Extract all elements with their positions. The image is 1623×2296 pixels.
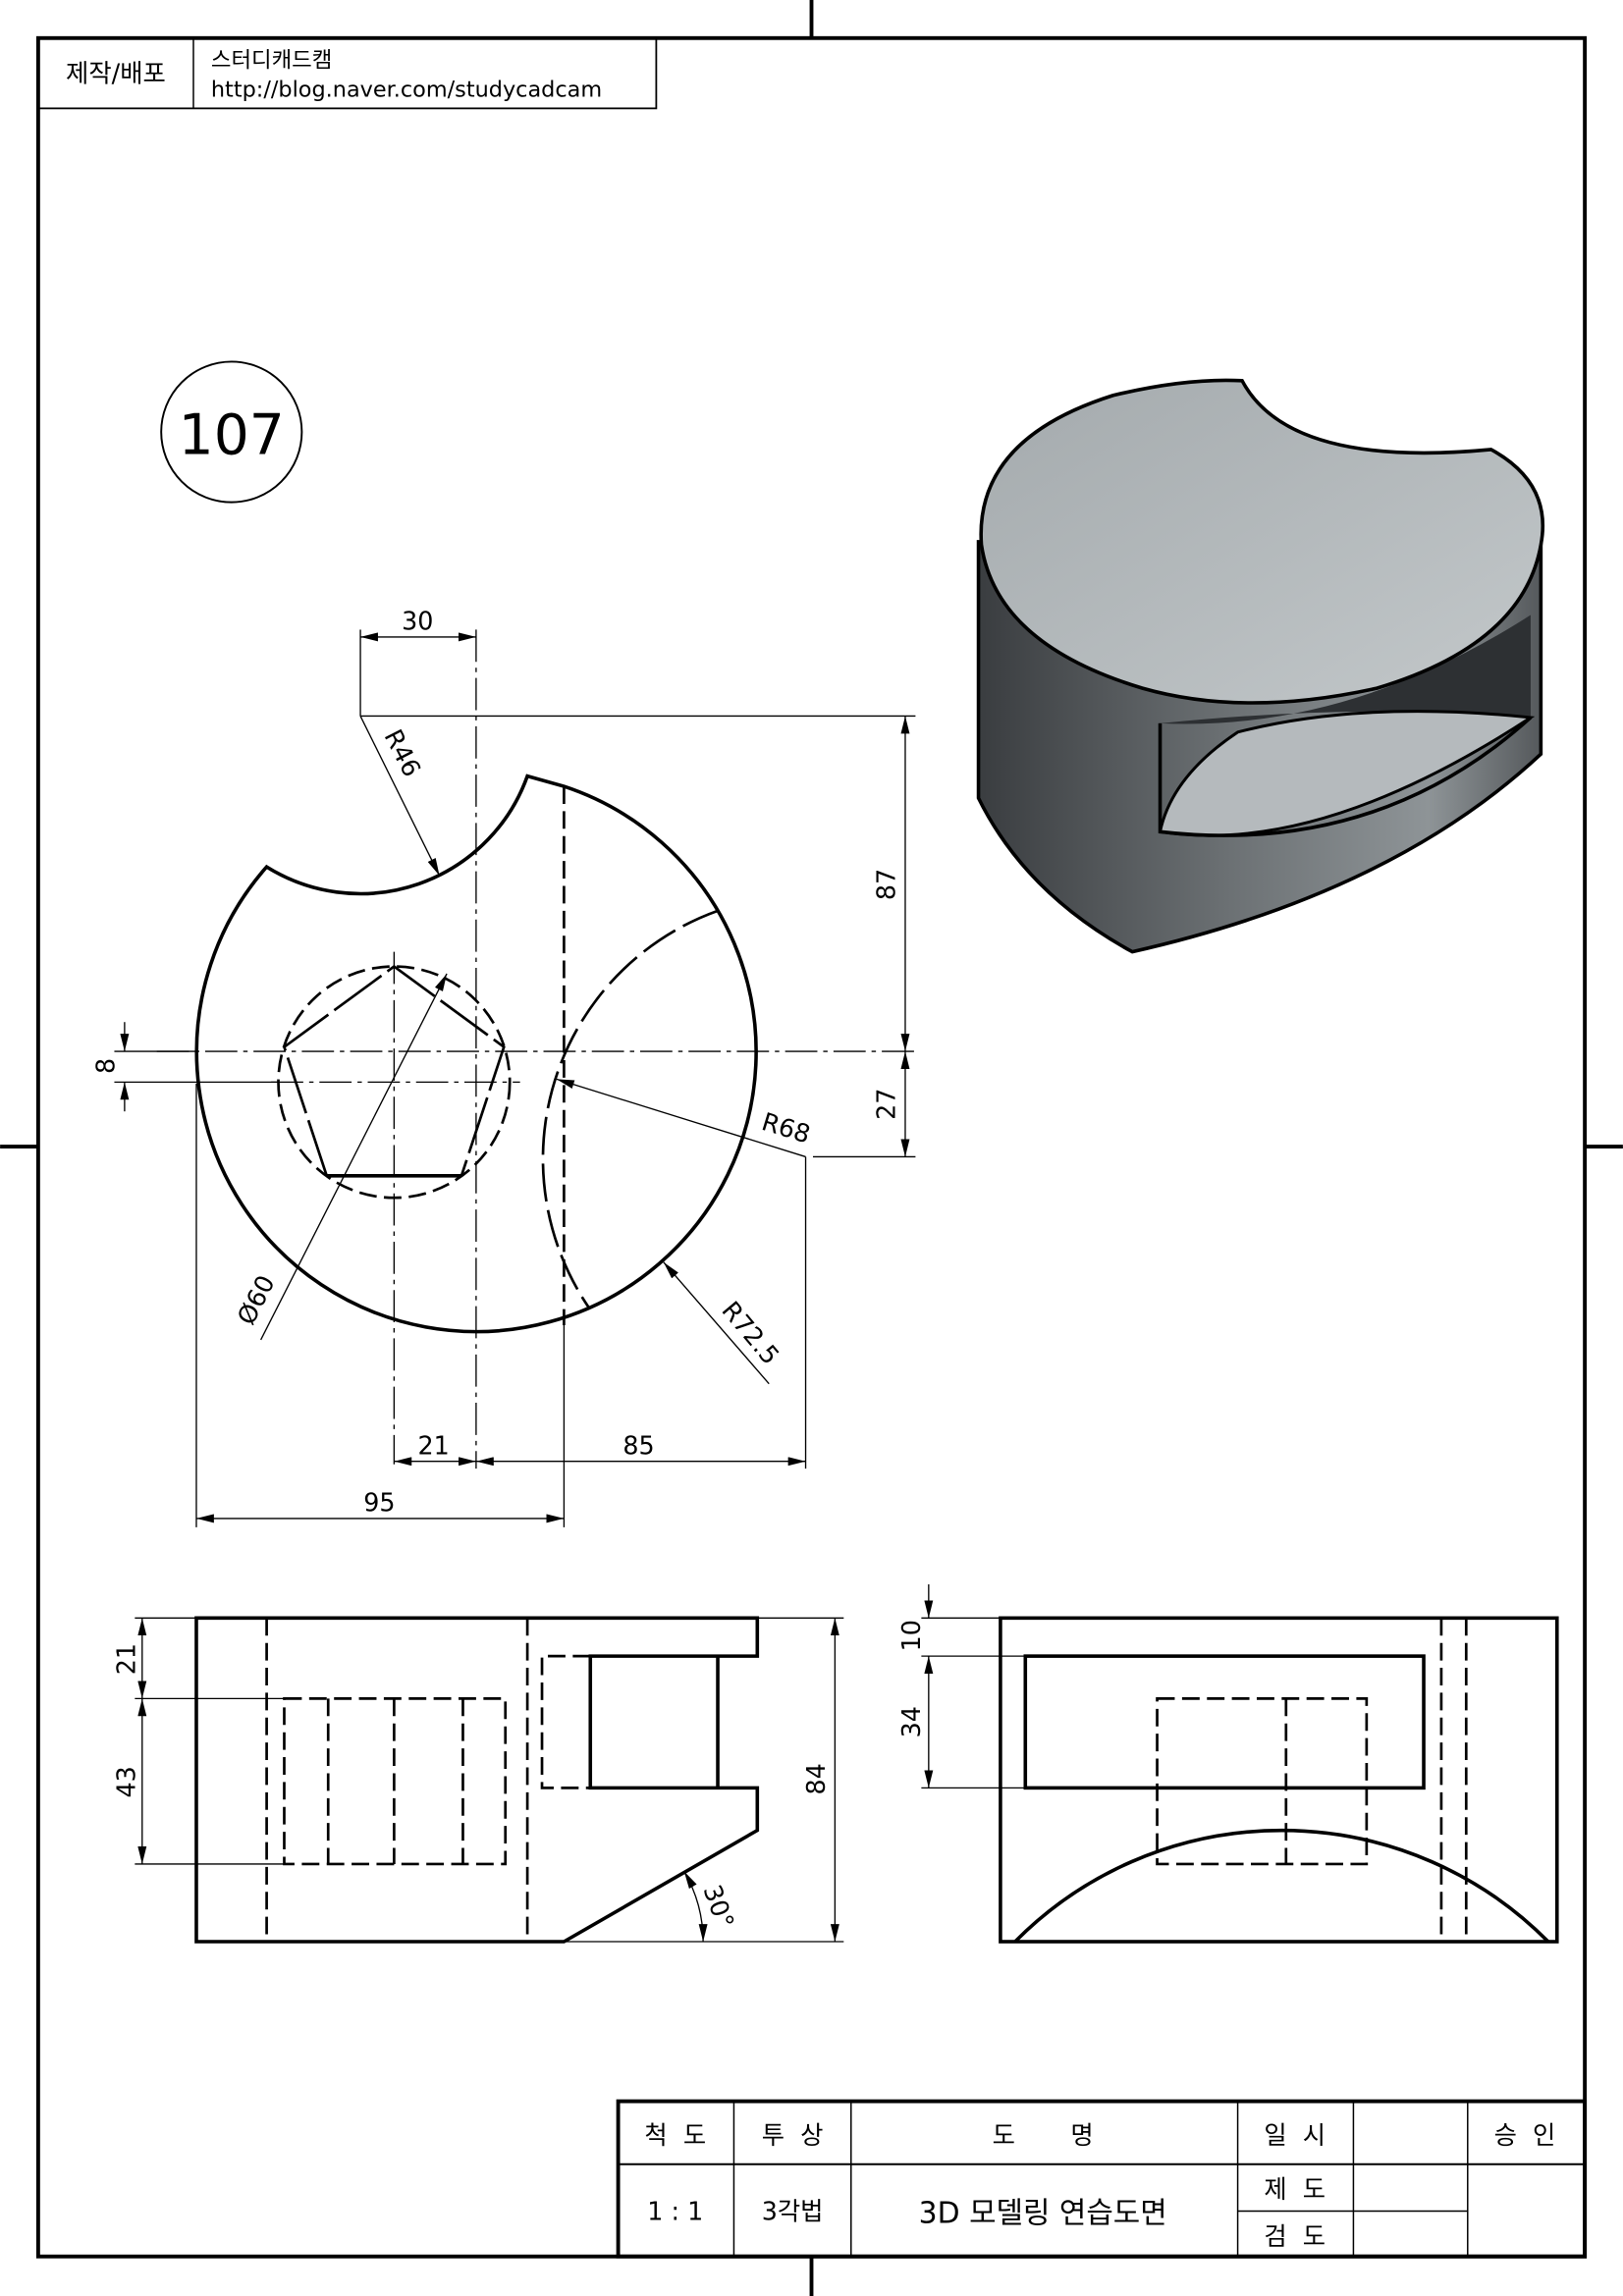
dim-85: 85 (622, 1430, 654, 1460)
dim-27: 27 (872, 1089, 901, 1120)
front-view-dimensions: 21 43 84 30° (111, 1617, 844, 1943)
title-block: 척 도 투 상 도 명 일 시 승 인 1 : 1 3각법 3D 모델링 연습도… (616, 2099, 1588, 2259)
dim-front-84: 84 (801, 1763, 831, 1794)
dim-angle-30: 30° (697, 1881, 740, 1932)
drawing-number-badge: 107 (160, 360, 303, 504)
header-author: 스터디캐드캠 (211, 48, 332, 74)
drawing-number: 107 (179, 402, 285, 467)
dim-front-43: 43 (111, 1766, 140, 1797)
drafted-label: 제 도 (1264, 2174, 1325, 2204)
checked-label: 검 도 (1264, 2221, 1325, 2251)
dim-8: 8 (90, 1058, 120, 1074)
dim-phi60: Ø60 (231, 1270, 280, 1329)
dim-r46: R46 (379, 724, 427, 781)
dim-r72-5: R72.5 (716, 1296, 785, 1370)
header-url[interactable]: http://blog.naver.com/studycadcam (211, 77, 602, 102)
scale-value: 1 : 1 (647, 2196, 703, 2225)
dim-30: 30 (402, 606, 433, 635)
dim-95: 95 (363, 1487, 395, 1517)
drawing-name-value: 3D 모델링 연습도면 (919, 2196, 1167, 2230)
author-header: 제작/배포 스터디캐드캠 http://blog.naver.com/study… (36, 36, 658, 110)
dim-87: 87 (872, 869, 901, 900)
scale-label: 척 도 (644, 2120, 706, 2150)
side-view-dimensions: 10 34 (896, 1584, 1026, 1789)
projection-label: 투 상 (762, 2120, 824, 2150)
top-view-dimensions: 30 87 27 8 R46 R68 Ø60 R72.5 21 85 95 (90, 606, 916, 1527)
side-view (999, 1616, 1559, 1944)
drawing-name-label: 도 명 (993, 2120, 1094, 2150)
top-view (156, 629, 916, 1469)
dim-front-21: 21 (111, 1643, 140, 1675)
approval-label: 승 인 (1494, 2120, 1556, 2150)
dim-r68: R68 (759, 1106, 814, 1148)
projection-value: 3각법 (762, 2196, 824, 2225)
dim-21: 21 (418, 1430, 450, 1460)
dim-side-34: 34 (896, 1706, 926, 1737)
header-label: 제작/배포 (66, 59, 166, 88)
isometric-render (976, 378, 1545, 954)
dim-side-10: 10 (896, 1620, 926, 1651)
front-view (194, 1616, 760, 1944)
date-label: 일 시 (1264, 2120, 1325, 2150)
